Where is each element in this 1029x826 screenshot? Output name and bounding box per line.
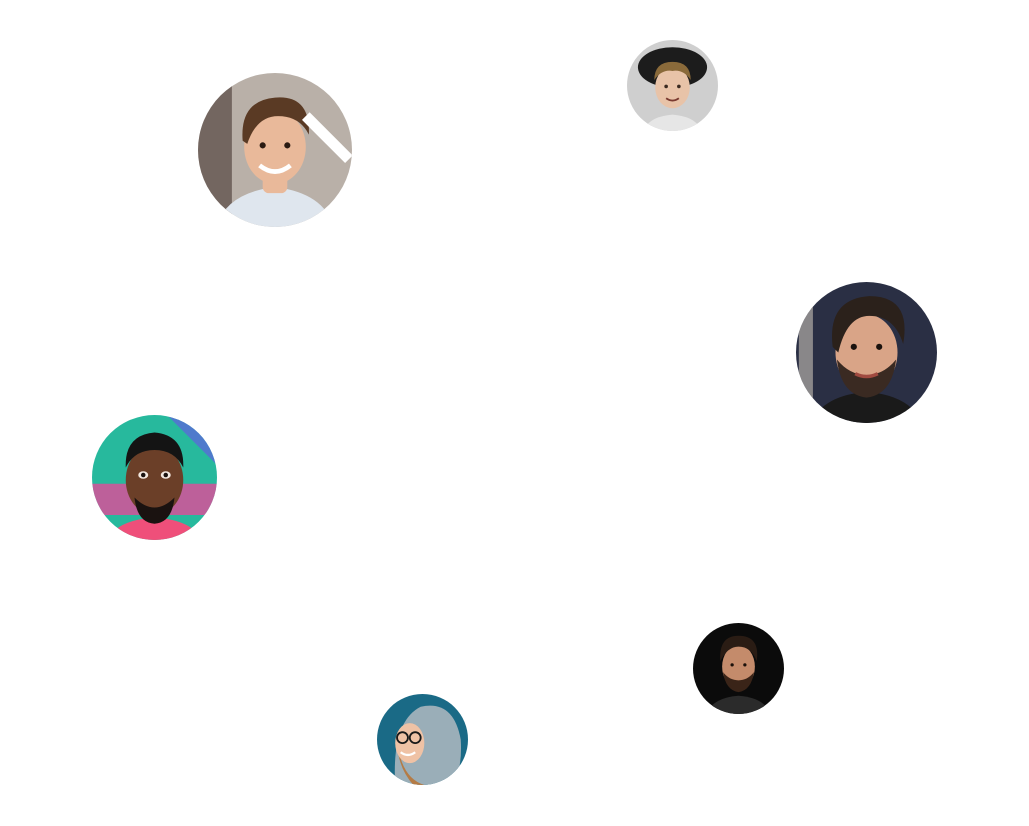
avatar-1[interactable] <box>198 73 352 227</box>
person-portrait-smiling-man-icon <box>198 73 352 227</box>
person-portrait-bearded-man-icon <box>796 282 937 423</box>
person-portrait-dark-background-icon <box>693 623 784 714</box>
avatar-2[interactable] <box>627 40 718 131</box>
person-portrait-hoodie-glasses-icon <box>377 694 468 785</box>
avatar-6[interactable] <box>377 694 468 785</box>
avatar-3[interactable] <box>796 282 937 423</box>
person-portrait-curly-hair-hat-icon <box>627 40 718 131</box>
avatar-4[interactable] <box>92 415 217 540</box>
avatar-5[interactable] <box>693 623 784 714</box>
person-portrait-man-graffiti-icon <box>92 415 217 540</box>
